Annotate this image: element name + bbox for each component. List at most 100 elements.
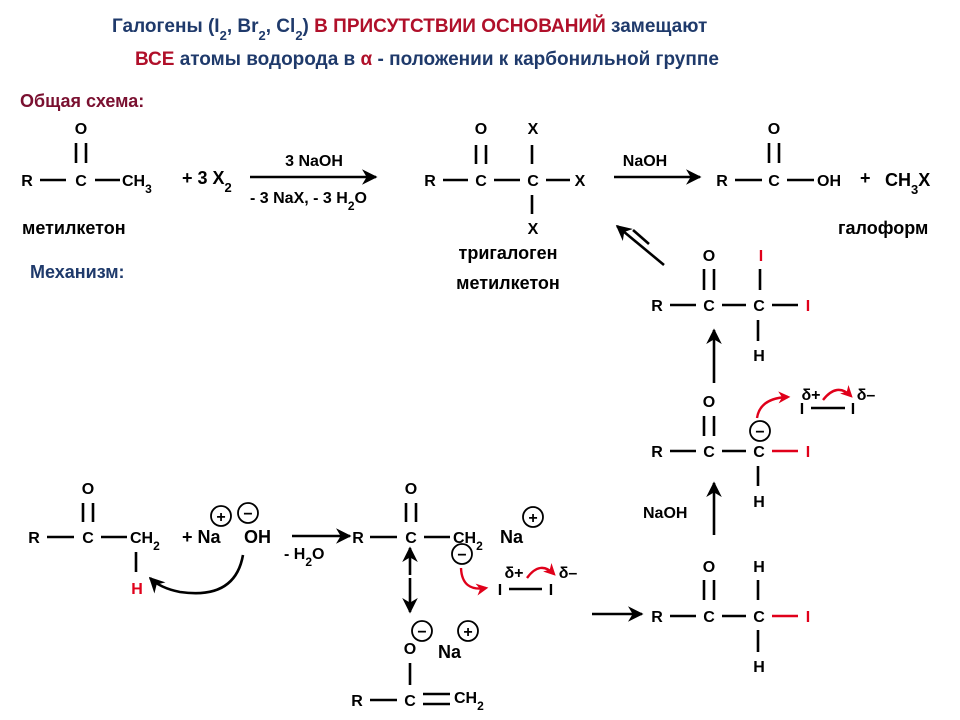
curved-arrow-red: [822, 384, 853, 401]
reagent-3naoh: 3 NaOH: [285, 153, 343, 170]
curved-arrow-red: [459, 567, 489, 596]
plus-charge: [210, 505, 232, 527]
atom-Na: Na: [500, 527, 524, 547]
acid-structure: O R C OH: [716, 121, 841, 190]
atom-R: R: [716, 173, 728, 190]
atom-C: C: [527, 173, 539, 190]
minus-charge-sign: −: [243, 506, 252, 523]
svg-text:ВСЕ атомы водорода в: ВСЕ атомы водорода в α - положении к кар…: [135, 49, 719, 70]
reagent-na: + Na: [182, 527, 222, 547]
atom-R: R: [651, 609, 663, 626]
mech-enolate: − + O Na R C CH2: [351, 620, 484, 713]
title-line1-a: Галогены (I: [112, 16, 220, 37]
section-general: Общая схема:: [20, 91, 144, 111]
atom-H: H: [753, 348, 765, 365]
atom-X: X: [528, 121, 539, 138]
minus-charge-sign: −: [755, 424, 764, 441]
reaction-arrow-7-barb: [632, 229, 650, 245]
mech-iodo-carbanion: O − R C C I H: [651, 391, 810, 511]
atom-C: C: [703, 444, 715, 461]
atom-C: C: [753, 444, 765, 461]
atom-C: C: [753, 609, 765, 626]
atom-I: I: [851, 401, 855, 418]
atom-H-red: H: [131, 581, 143, 598]
atom-X: X: [575, 173, 586, 190]
atom-O: O: [703, 394, 715, 411]
atom-H: H: [753, 494, 765, 511]
mech-monoiodo: O H R C C I H: [651, 559, 810, 676]
atom-C: C: [82, 530, 94, 547]
atom-C: C: [475, 173, 487, 190]
curved-arrow-red: [526, 562, 556, 579]
reagent-x2: + 3 X2: [182, 168, 232, 195]
reagent-naoh: NaOH: [623, 153, 667, 170]
plus-charge: [457, 620, 479, 642]
atom-I-red: I: [759, 248, 763, 265]
reagent-minus-nax: - 3 NaX, - 3 H2O: [250, 190, 367, 213]
plus-charge-sign: +: [216, 509, 225, 526]
atom-C: C: [753, 298, 765, 315]
atom-R: R: [651, 444, 663, 461]
atom-CH2: CH2: [454, 690, 484, 713]
mech-diiodo: O I R C C I H: [651, 248, 810, 365]
alpha-symbol: α: [361, 49, 373, 70]
trihalo-structure: O X R C C X X: [424, 121, 585, 238]
atom-Na: Na: [438, 642, 462, 662]
atom-H: H: [753, 559, 765, 576]
reaction-arrow-7: [615, 224, 665, 267]
plus-charge: [522, 506, 544, 528]
minus-charge: [451, 543, 473, 565]
iodine-molecule-1: δ+ δ– I I: [498, 562, 577, 599]
atom-R: R: [651, 298, 663, 315]
curved-arrow-deprotonation: [148, 554, 245, 595]
minus-charge: [411, 620, 433, 642]
minus-charge-sign: −: [417, 624, 426, 641]
atom-O: O: [703, 248, 715, 265]
atom-C: C: [703, 298, 715, 315]
atom-I-red: I: [806, 609, 810, 626]
minus-charge: [749, 420, 771, 442]
atom-I-red: I: [806, 444, 810, 461]
label-methylketone: метилкетон: [22, 218, 126, 238]
plus-sign: +: [860, 168, 871, 188]
atom-O: O: [404, 641, 416, 658]
atom-C: C: [405, 530, 417, 547]
label-trihalo-1: тригалоген: [459, 243, 558, 263]
delta-plus: δ+: [801, 387, 820, 404]
mech-ketone: O R C CH2 H: [28, 481, 160, 598]
atom-O: O: [82, 481, 94, 498]
atom-R: R: [352, 530, 364, 547]
atom-R: R: [28, 530, 40, 547]
atom-I-red: I: [806, 298, 810, 315]
delta-plus: δ+: [504, 565, 523, 582]
label-trihalo-2: метилкетон: [456, 273, 560, 293]
atom-I: I: [800, 401, 804, 418]
atom-CH2: CH2: [130, 530, 160, 553]
atom-O: O: [703, 559, 715, 576]
atom-R: R: [351, 693, 363, 710]
atom-X: X: [528, 221, 539, 238]
minus-charge: [237, 502, 259, 524]
atom-OH: OH: [817, 173, 841, 190]
title: Галогены (I2, Br2, Cl2) В ПРИСУТСТВИИ ОС…: [112, 15, 719, 70]
mech-carbanion: O R C CH2 Na + −: [352, 481, 544, 565]
hydroxide-OH: OH: [244, 527, 271, 547]
title-emphasis: В ПРИСУТСТВИИ ОСНОВАНИЙ: [314, 15, 606, 37]
delta-minus: δ–: [857, 387, 876, 404]
label-haloform: галоформ: [838, 218, 928, 238]
curved-arrow-red: [755, 391, 791, 419]
atom-I: I: [549, 582, 553, 599]
atom-C: C: [404, 693, 416, 710]
atom-CH3: CH3: [122, 173, 152, 196]
reagent-naoh-mech: NaOH: [643, 505, 687, 522]
atom-C: C: [75, 173, 87, 190]
reagent-minus-h2o: - H2O: [284, 546, 324, 569]
svg-text:Галогены (I2, Br2, Cl2): Галогены (I2, Br2, Cl2) В ПРИСУТСТВИИ ОС…: [112, 15, 707, 43]
atom-CH2: CH2: [453, 530, 483, 553]
atom-I: I: [498, 582, 502, 599]
atom-C: C: [768, 173, 780, 190]
atom-R: R: [424, 173, 436, 190]
atom-R: R: [21, 173, 33, 190]
plus-charge-sign: +: [463, 624, 472, 641]
